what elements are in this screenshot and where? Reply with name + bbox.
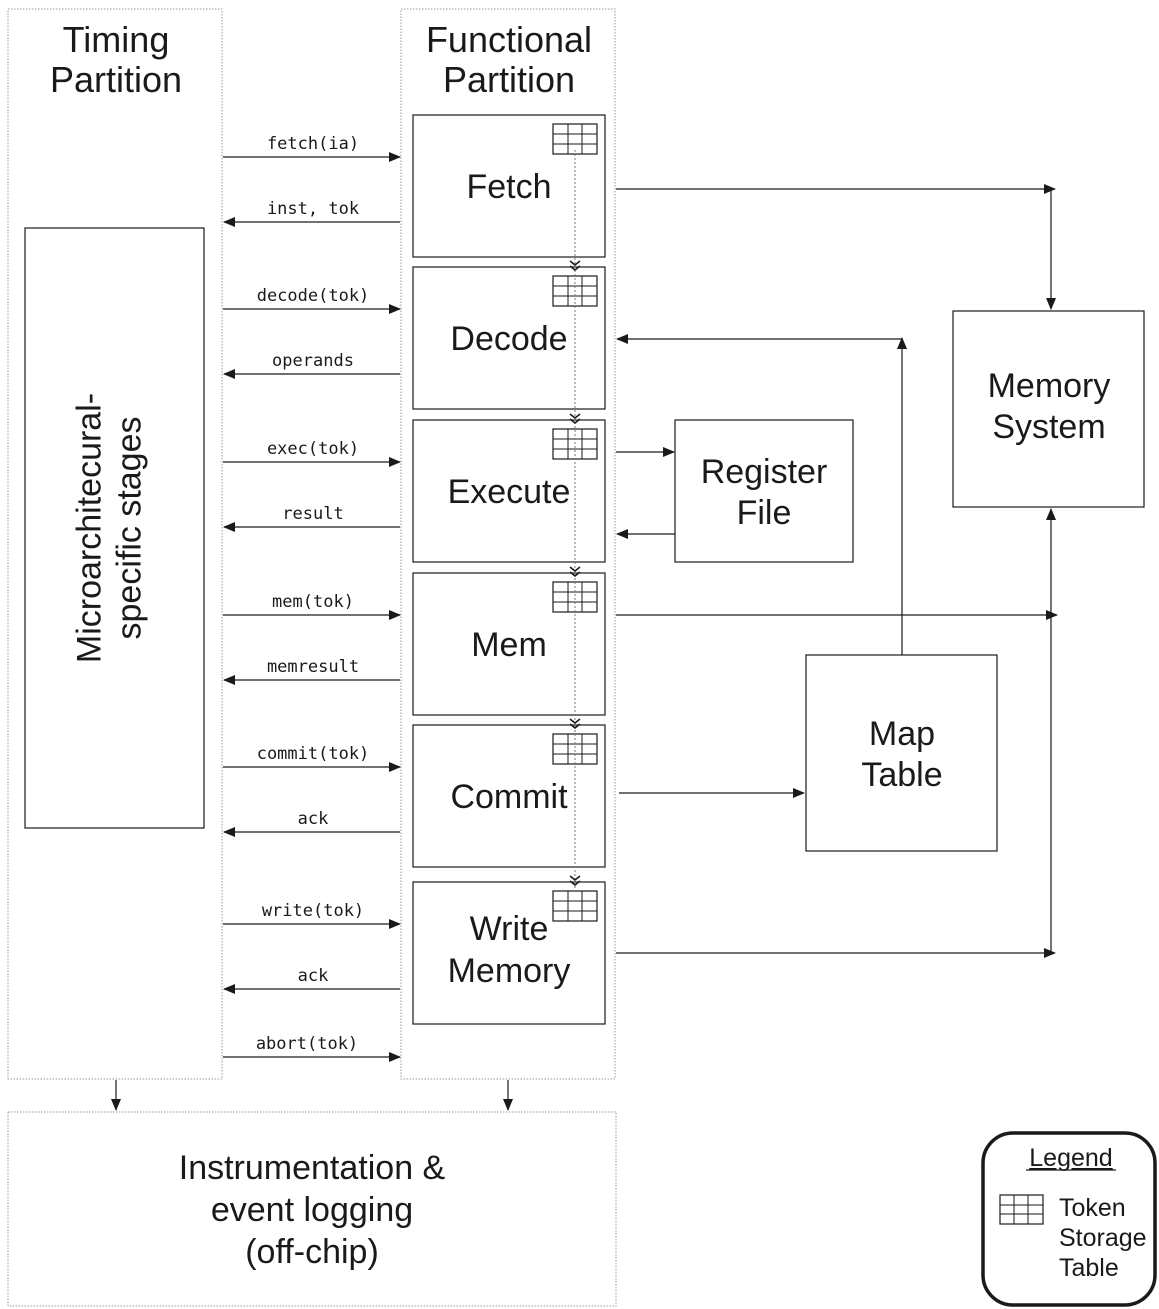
- stage-mem: Mem mem(tok) memresult: [223, 572, 606, 716]
- request-message-label: fetch(ia): [267, 134, 359, 154]
- instrumentation-label-line2: event logging: [211, 1191, 413, 1229]
- memory-system-label-line1: Memory: [988, 367, 1111, 405]
- chevron-down-icon: [569, 418, 581, 424]
- stage-box: [412, 724, 606, 868]
- stage-fetch: Fetch fetch(ia) inst, tok: [223, 114, 606, 258]
- request-message-label: decode(tok): [257, 286, 370, 306]
- microarch-stages-box: Microarchitecural- specific stages: [24, 227, 205, 829]
- map-table-label-line1: Map: [869, 715, 935, 753]
- stage-box: [412, 114, 606, 258]
- chevron-down-icon: [569, 723, 581, 729]
- timing-partition-title-line2: Partition: [50, 59, 182, 100]
- functional-partition-title-line1: Functional: [426, 19, 592, 60]
- response-message-label: ack: [298, 966, 329, 986]
- timing-partition: Timing Partition: [7, 8, 223, 1080]
- request-message-label: write(tok): [262, 901, 364, 921]
- stage-execute: Execute exec(tok) result: [223, 419, 606, 563]
- token-table-icon: [552, 890, 598, 922]
- chevron-down-icon: [569, 566, 581, 572]
- token-passing-link: [569, 150, 581, 888]
- memory-system: Memory System: [952, 310, 1145, 508]
- chevron-down-icon: [569, 718, 581, 724]
- token-table-icon: [552, 123, 598, 155]
- legend-title: Legend: [1029, 1144, 1112, 1172]
- instrumentation-box: Instrumentation & event logging (off-chi…: [7, 1111, 617, 1307]
- instrumentation-label-line1: Instrumentation &: [179, 1149, 446, 1187]
- instrumentation-arrows: [111, 1080, 513, 1111]
- stage-box: [412, 881, 606, 1025]
- stage-label: Execute: [448, 473, 571, 511]
- response-message-label: operands: [272, 351, 354, 371]
- instrumentation-label-line3: (off-chip): [245, 1233, 379, 1271]
- response-message-label: inst, tok: [267, 199, 359, 219]
- stage-decode: Decode decode(tok) operands: [223, 266, 606, 410]
- chevron-down-icon: [569, 880, 581, 886]
- stage-label: Mem: [471, 626, 547, 664]
- functional-partition: Functional Partition: [400, 8, 616, 1080]
- request-message-label: mem(tok): [272, 592, 354, 612]
- register-file-label-line1: Register: [701, 453, 828, 491]
- stage-label: Fetch: [466, 168, 551, 206]
- map-table-label-line2: Table: [861, 756, 942, 794]
- chevron-down-icon: [569, 571, 581, 577]
- microarch-label-line1: Microarchitecural-: [71, 393, 109, 663]
- stage-box: [412, 572, 606, 716]
- stage-label: Memory: [448, 952, 571, 990]
- component-connections: [616, 184, 1058, 958]
- legend-item-line2: Storage: [1059, 1224, 1147, 1252]
- abort-message: abort(tok): [223, 1034, 401, 1062]
- stage-label: Decode: [450, 320, 567, 358]
- memory-system-label-line2: System: [992, 408, 1105, 446]
- token-storage-table-icon: [999, 1194, 1044, 1225]
- chevron-down-icon: [569, 875, 581, 881]
- stage-box: [412, 266, 606, 410]
- stage-box: [412, 419, 606, 563]
- response-message-label: ack: [298, 809, 329, 829]
- request-message-label: exec(tok): [267, 439, 359, 459]
- request-message-label: commit(tok): [257, 744, 370, 764]
- chevron-down-icon: [569, 260, 581, 266]
- stage-commit: Commit commit(tok) ack: [223, 724, 606, 868]
- legend: Legend Token Storage Table: [981, 1131, 1157, 1307]
- response-message-label: memresult: [267, 657, 359, 677]
- stage-label: Write: [470, 910, 549, 948]
- legend-item-line1: Token: [1059, 1194, 1126, 1222]
- response-message-label: result: [282, 504, 343, 524]
- chevron-down-icon: [569, 413, 581, 419]
- register-file-label-line2: File: [737, 494, 792, 532]
- microarch-label-line2: specific stages: [111, 417, 149, 640]
- map-table: Map Table: [805, 654, 998, 852]
- chevron-down-icon: [569, 265, 581, 271]
- functional-partition-title-line2: Partition: [443, 59, 575, 100]
- register-file: Register File: [674, 419, 854, 563]
- legend-item-line3: Table: [1059, 1254, 1119, 1282]
- abort-message-label: abort(tok): [256, 1034, 358, 1054]
- timing-partition-title-line1: Timing: [63, 19, 170, 60]
- stage-label: Commit: [450, 778, 568, 816]
